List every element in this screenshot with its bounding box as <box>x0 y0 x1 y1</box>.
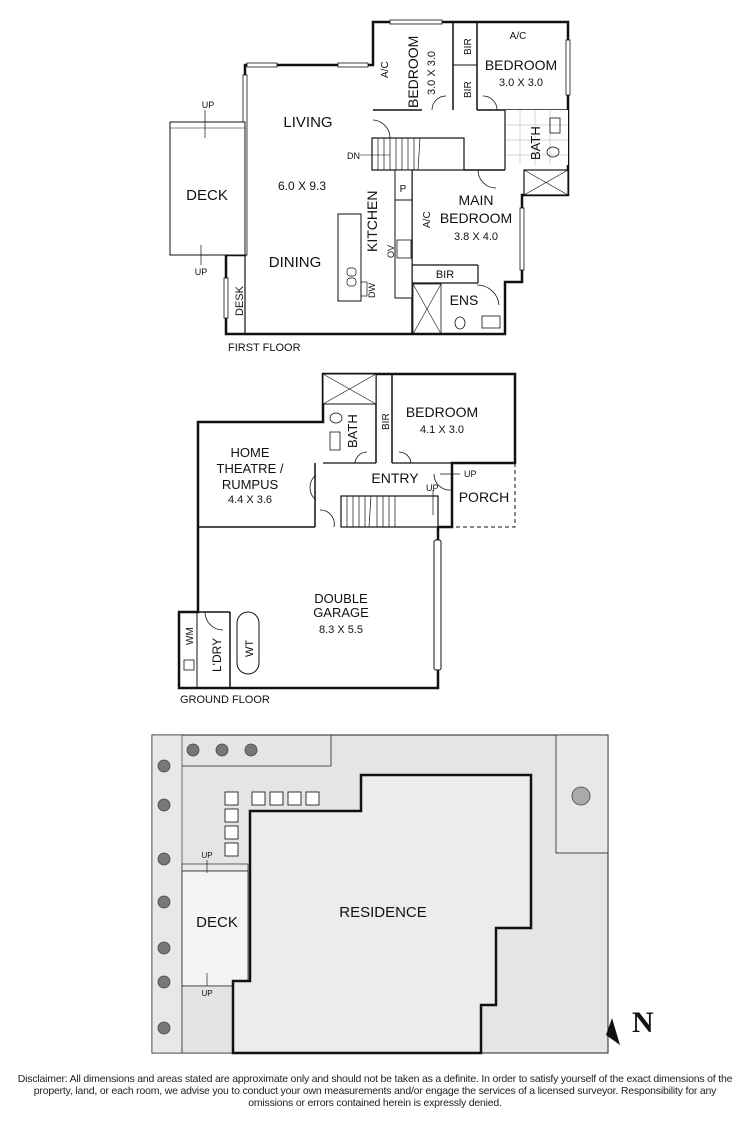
north-arrow-icon <box>606 1018 620 1045</box>
floor-title-ground: GROUND FLOOR <box>180 694 270 706</box>
room-label-bath: BATH <box>528 126 543 160</box>
room-size-bedroom: 4.1 X 3.0 <box>420 424 464 436</box>
room-label-garage-2: GARAGE <box>313 605 369 620</box>
north-label: N <box>632 1006 654 1039</box>
room-label-entry: ENTRY <box>371 470 419 486</box>
room-label-dining: DINING <box>269 254 322 271</box>
room-label-bedroom-east: BEDROOM <box>485 57 557 73</box>
bir-label: BIR <box>381 413 392 430</box>
residence-label: RESIDENCE <box>339 904 427 921</box>
arrow-up-label: UP <box>201 851 212 860</box>
bir-label: BIR <box>463 38 474 55</box>
arrow-up-label: UP <box>464 469 477 479</box>
ac-label: A/C <box>380 61 391 78</box>
arrow-up-label: UP <box>202 100 215 110</box>
room-label-ens: ENS <box>450 292 479 308</box>
bir-label: BIR <box>463 81 474 98</box>
room-label-kitchen: KITCHEN <box>364 191 380 252</box>
room-label-home-theatre-1: HOME <box>231 445 270 460</box>
room-label-deck: DECK <box>186 187 228 204</box>
room-size-home-theatre: 4.4 X 3.6 <box>228 494 272 506</box>
washing-machine-label: WM <box>185 627 196 645</box>
first-floor-labels: LIVING 6.0 X 9.3 DINING DECK UP UP DN DE… <box>186 31 557 354</box>
room-size-bedroom-east: 3.0 X 3.0 <box>499 77 543 89</box>
ac-label: A/C <box>422 211 433 228</box>
bir-label: BIR <box>436 269 454 281</box>
room-size-bedroom-west: 3.0 X 3.0 <box>426 51 438 95</box>
room-label-bath: BATH <box>345 414 360 448</box>
arrow-up-label: UP <box>195 267 208 277</box>
disclaimer-text: Disclaimer: All dimensions and areas sta… <box>17 1073 733 1109</box>
room-label-home-theatre-3: RUMPUS <box>222 477 279 492</box>
ground-floor-labels: BEDROOM 4.1 X 3.0 BIR BATH HOME THEATRE … <box>180 404 509 706</box>
pantry-label: P <box>400 184 407 195</box>
arrow-down-label: DN <box>347 151 360 161</box>
arrow-up-label: UP <box>426 483 439 493</box>
room-size-main-bedroom: 3.8 X 4.0 <box>454 231 498 243</box>
room-label-bedroom: BEDROOM <box>406 404 478 420</box>
arrow-up-label: UP <box>201 989 212 998</box>
deck-label: DECK <box>196 914 238 931</box>
oven-label: OV <box>386 245 396 258</box>
room-label-main-bedroom-2: BEDROOM <box>440 210 512 226</box>
room-size-garage: 8.3 X 5.5 <box>319 624 363 636</box>
room-label-laundry: L'DRY <box>210 638 224 672</box>
ac-label: A/C <box>510 31 527 42</box>
first-floor-plan <box>169 19 571 336</box>
water-tank-label: WT <box>244 640 256 657</box>
room-label-porch: PORCH <box>459 489 510 505</box>
floor-title-first: FIRST FLOOR <box>228 342 301 354</box>
site-plan <box>151 734 609 1055</box>
room-label-desk: DESK <box>234 285 246 316</box>
room-label-bedroom-west: BEDROOM <box>405 36 421 108</box>
site-plan-labels: RESIDENCE DECK UP UP <box>196 851 427 998</box>
room-label-garage-1: DOUBLE <box>314 591 368 606</box>
ground-floor-plan <box>177 372 517 690</box>
room-size-living: 6.0 X 9.3 <box>278 179 326 193</box>
room-label-main-bedroom-1: MAIN <box>459 192 494 208</box>
room-label-home-theatre-2: THEATRE / <box>217 461 284 476</box>
dishwasher-label: DW <box>367 283 377 298</box>
room-label-living: LIVING <box>283 114 332 131</box>
